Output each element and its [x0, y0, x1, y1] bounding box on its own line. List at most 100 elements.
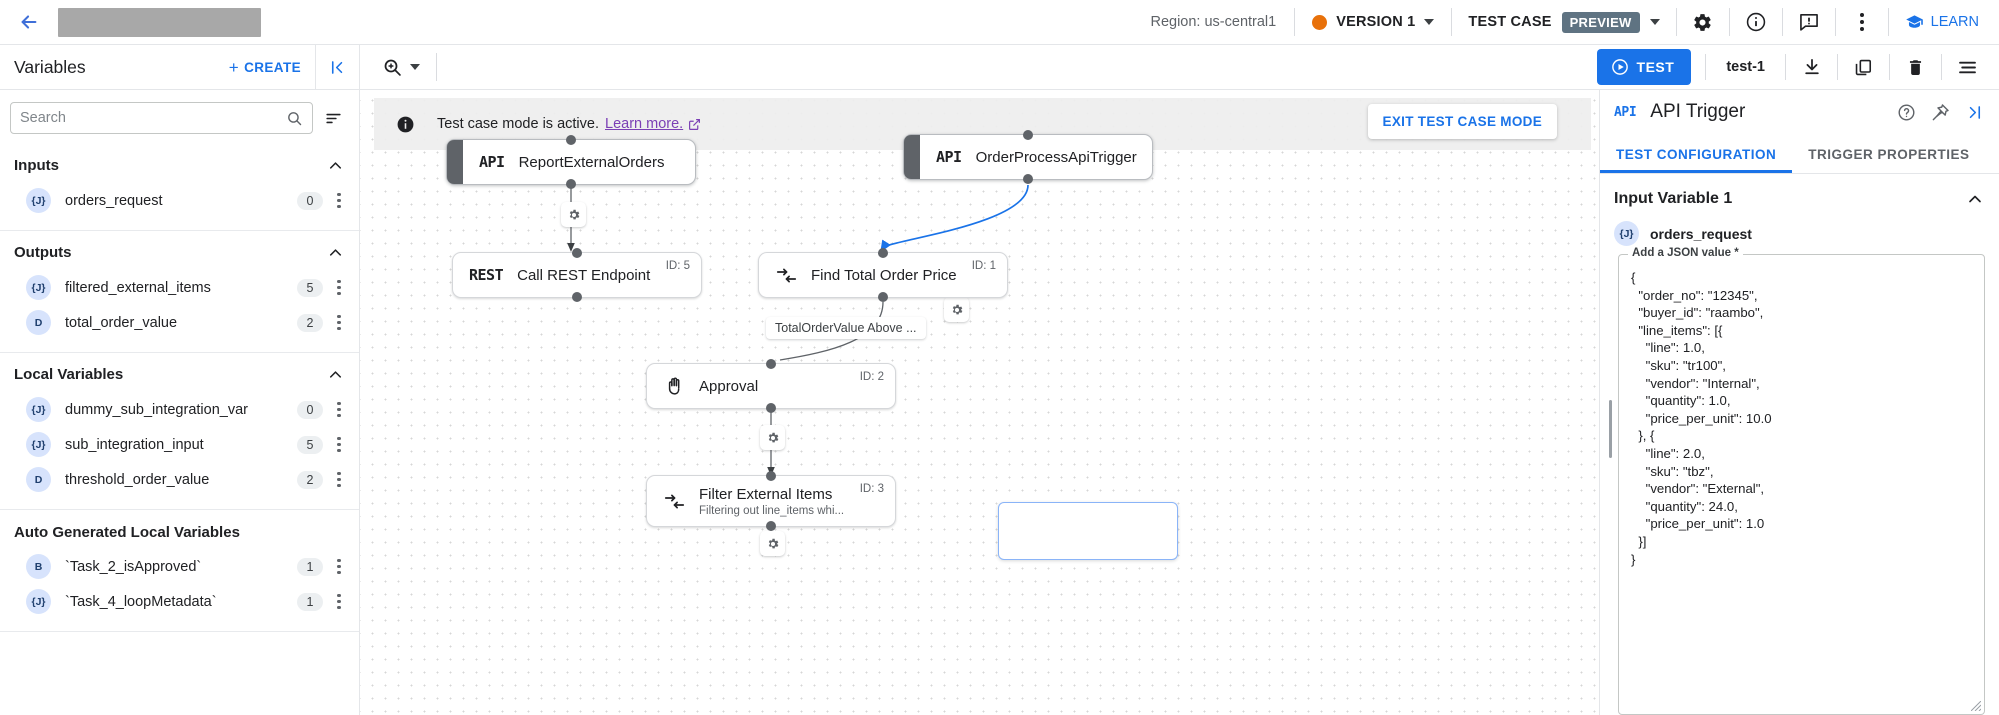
node-output-port[interactable] — [572, 292, 582, 302]
list-icon[interactable] — [1942, 45, 1993, 90]
node-output-port[interactable] — [766, 403, 776, 413]
edge-config-gear-icon[interactable] — [561, 202, 586, 227]
more-vert-icon[interactable] — [329, 280, 349, 295]
more-vert-icon[interactable] — [329, 472, 349, 487]
node-output-port[interactable] — [566, 179, 576, 189]
chevron-up-icon[interactable] — [326, 365, 345, 384]
pin-icon[interactable] — [1923, 95, 1957, 129]
variable-row[interactable]: {J}`Task_4_loopMetadata`1 — [0, 584, 359, 619]
copy-icon[interactable] — [1838, 45, 1889, 90]
variable-row[interactable]: B`Task_2_isApproved`1 — [0, 549, 359, 584]
node-subtitle: Filtering out line_items whi... — [699, 504, 845, 517]
tab-test-configuration[interactable]: TEST CONFIGURATION — [1600, 134, 1792, 173]
feedback-icon[interactable] — [1783, 0, 1835, 45]
node-output-port[interactable] — [878, 292, 888, 302]
section-header-outputs[interactable]: Outputs — [0, 231, 359, 270]
exit-test-case-mode-button[interactable]: EXIT TEST CASE MODE — [1367, 104, 1557, 139]
edge-condition-label[interactable]: TotalOrderValue Above ... — [766, 317, 926, 339]
version-selector[interactable]: VERSION 1 — [1295, 14, 1451, 30]
divider — [1785, 54, 1786, 80]
workflow-canvas[interactable]: Test case mode is active. Learn more. EX… — [360, 90, 1599, 715]
more-vert-icon[interactable] — [329, 437, 349, 452]
node-input-port[interactable] — [1023, 130, 1033, 140]
more-vert-icon[interactable] — [329, 315, 349, 330]
node-input-port[interactable] — [766, 359, 776, 369]
back-arrow-icon[interactable] — [14, 7, 44, 37]
node-body: Call REST Endpoint — [503, 267, 701, 284]
node-input-port[interactable] — [566, 135, 576, 145]
more-vert-icon[interactable] — [329, 594, 349, 609]
node-output-port[interactable] — [1023, 174, 1033, 184]
section-header-local-variables[interactable]: Local Variables — [0, 353, 359, 392]
delete-icon[interactable] — [1890, 45, 1941, 90]
node-output-port[interactable] — [766, 521, 776, 531]
create-variable-button[interactable]: + CREATE — [229, 59, 315, 76]
learn-button[interactable]: LEARN — [1889, 13, 1999, 32]
chevron-up-icon[interactable] — [326, 243, 345, 262]
zoom-icon[interactable] — [382, 57, 436, 78]
search-input[interactable] — [20, 110, 286, 126]
resize-grip-icon[interactable] — [1971, 701, 1981, 711]
more-vert-icon[interactable] — [1836, 0, 1888, 45]
learn-more-link[interactable]: Learn more. — [605, 116, 684, 132]
collapse-right-icon[interactable] — [1957, 95, 1991, 129]
test-case-selector[interactable]: TEST CASE PREVIEW — [1452, 11, 1675, 33]
edge-config-gear-icon[interactable] — [760, 531, 785, 556]
section-title: Input Variable 1 — [1614, 190, 1733, 207]
section-title: Local Variables — [14, 366, 124, 383]
sort-icon[interactable] — [317, 109, 349, 128]
details-header: API API Trigger — [1600, 90, 1999, 134]
node-type-label: API — [479, 153, 505, 171]
tab-trigger-properties[interactable]: TRIGGER PROPERTIES — [1808, 147, 1970, 162]
more-vert-icon[interactable] — [329, 193, 349, 208]
variables-sidebar: Inputs{J}orders_request0Outputs{J}filter… — [0, 90, 360, 715]
node-input-port[interactable] — [766, 471, 776, 481]
node-input-port[interactable] — [572, 248, 582, 258]
node-title: Approval — [699, 377, 759, 395]
variable-usage-count: 5 — [297, 278, 323, 297]
node-title: OrderProcessApiTrigger — [975, 148, 1137, 166]
search-input-wrapper[interactable] — [10, 102, 313, 134]
chevron-up-icon[interactable] — [326, 156, 345, 175]
chevron-up-icon[interactable] — [1965, 189, 1985, 209]
info-icon[interactable] — [1730, 0, 1782, 45]
scrollbar-thumb[interactable] — [1609, 400, 1612, 458]
collapse-left-icon[interactable] — [315, 45, 359, 89]
download-icon[interactable] — [1786, 45, 1837, 90]
secondary-toolbar: Variables + CREATE TEST test-1 — [0, 45, 1999, 90]
help-icon[interactable] — [1889, 95, 1923, 129]
selected-node-placeholder[interactable] — [998, 502, 1178, 560]
divider — [1294, 8, 1296, 36]
variable-type-badge: {J} — [1614, 221, 1639, 246]
more-vert-icon[interactable] — [329, 402, 349, 417]
node-type-icon — [647, 491, 685, 512]
variable-name: orders_request — [1650, 225, 1752, 242]
section-header-inputs[interactable]: Inputs — [0, 144, 359, 183]
edge-config-gear-icon[interactable] — [944, 297, 969, 322]
more-vert-icon[interactable] — [329, 559, 349, 574]
node-type-icon — [647, 376, 685, 397]
gear-icon[interactable] — [1677, 0, 1729, 45]
edge-config-gear-icon[interactable] — [760, 425, 785, 450]
test-button[interactable]: TEST — [1596, 49, 1692, 85]
search-icon — [288, 111, 302, 125]
node-input-port[interactable] — [878, 248, 888, 258]
json-value-field[interactable]: Add a JSON value * { "order_no": "12345"… — [1609, 247, 1985, 715]
input-variable-section-header[interactable]: Input Variable 1 — [1600, 174, 1999, 217]
json-textarea[interactable]: { "order_no": "12345", "buyer_id": "raam… — [1631, 270, 1772, 567]
